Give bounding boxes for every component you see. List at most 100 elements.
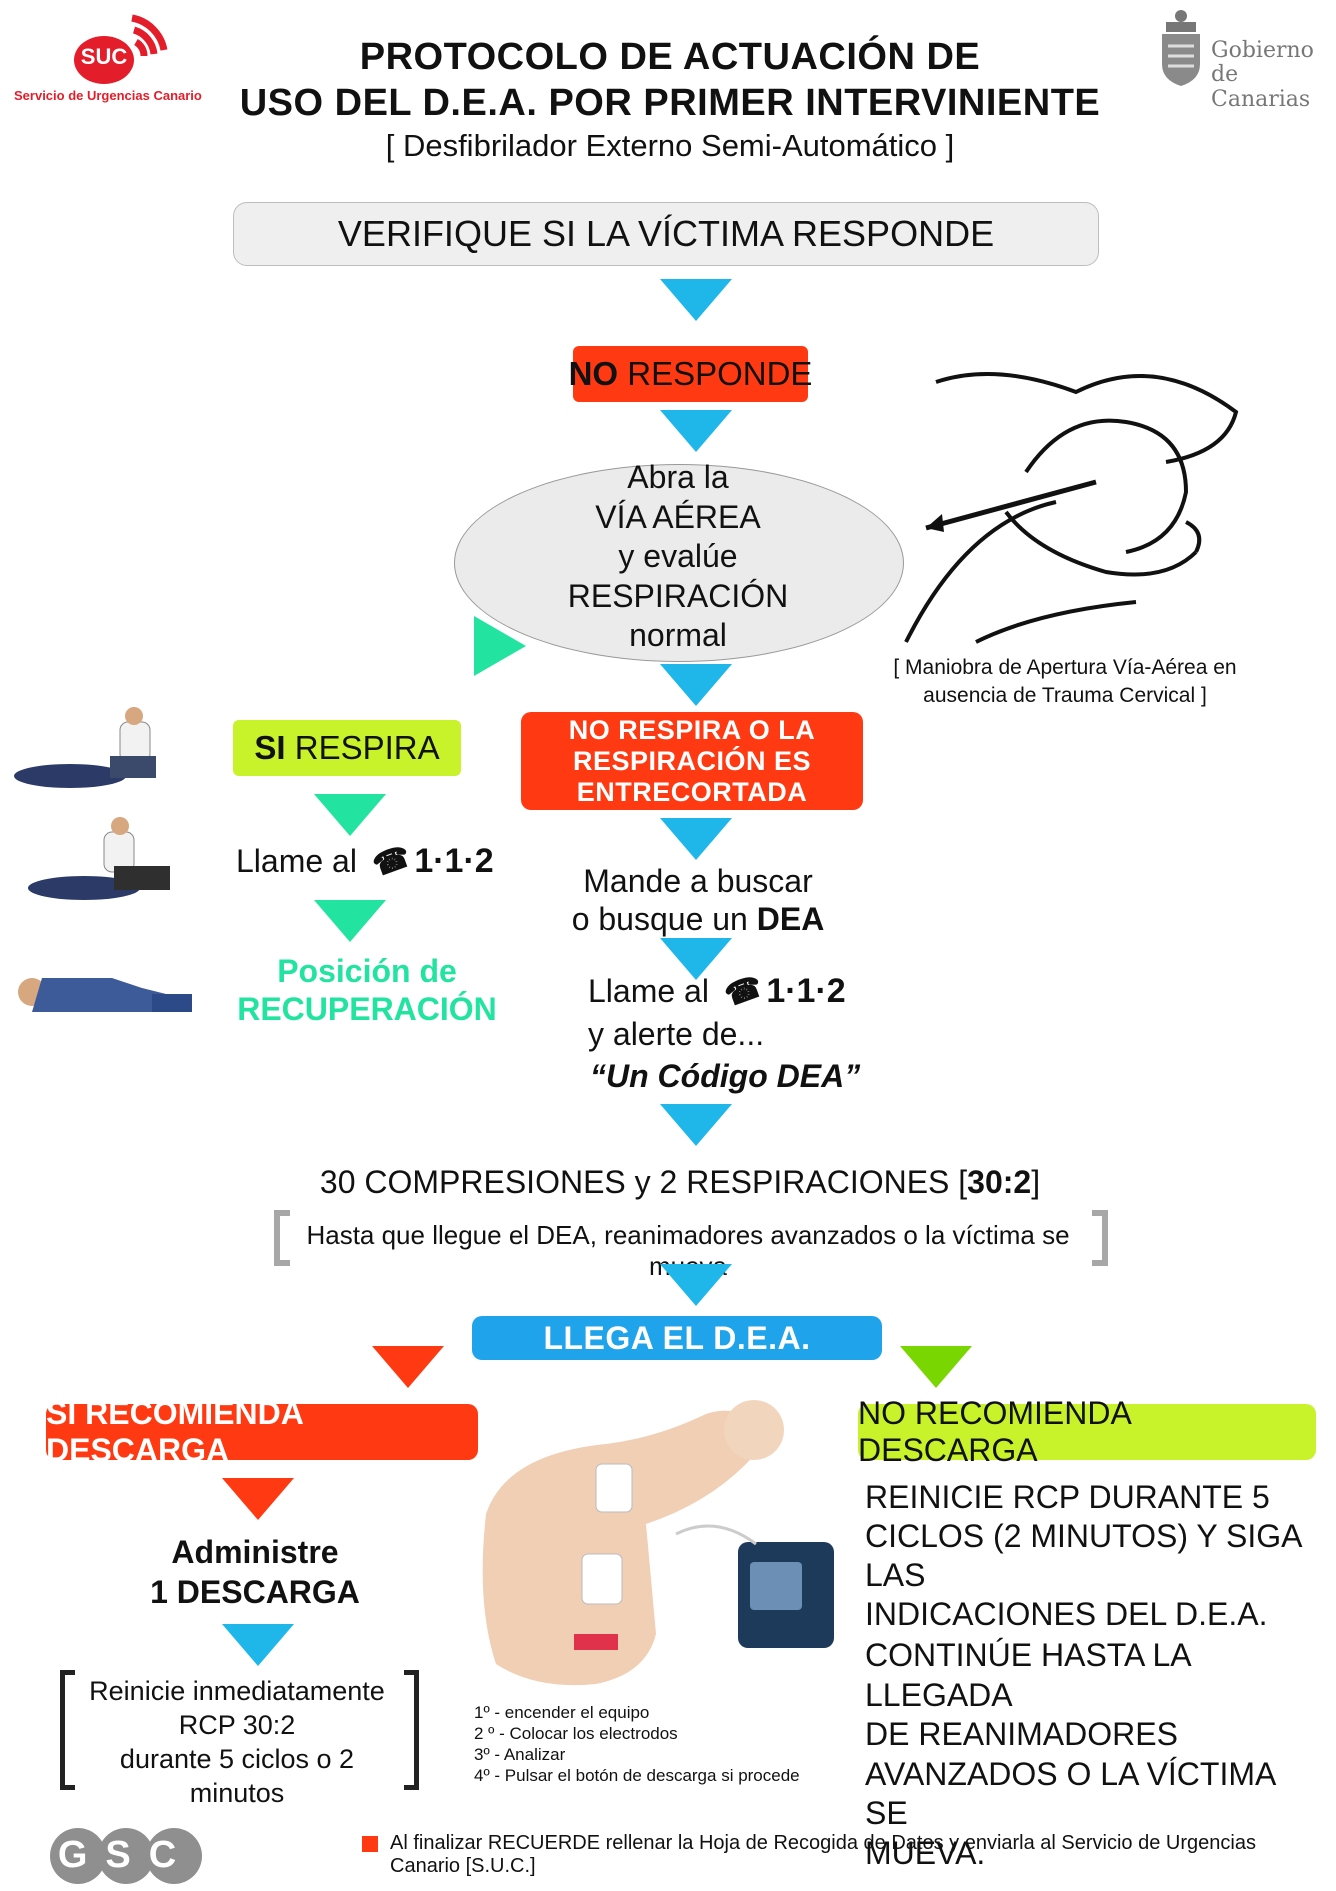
reinicie-line1: Reinicie inmediatamente [89,1676,385,1706]
verify-response-box: VERIFIQUE SI LA VÍCTIMA RESPONDE [233,202,1099,266]
arrow-down-icon [660,1104,732,1146]
verify-response-text: VERIFIQUE SI LA VÍCTIMA RESPONDE [337,213,995,254]
no-rec-paragraph-2: CONTINÚE HASTA LA LLEGADA DE REANIMADORE… [865,1636,1325,1873]
no-rec-line: CICLOS (2 MINUTOS) Y SIGA LAS [865,1518,1301,1593]
mande-line2-bold: DEA [756,901,825,937]
recovery-photo-2 [24,814,174,906]
arrow-down-icon [660,818,732,860]
airway-caption-line2: ausencia de Trauma Cervical ] [923,684,1207,707]
llame-112-right: Llame al ☎ 1·1·2 [588,966,858,1016]
airway-maneuver-illustration [896,352,1252,652]
reinicie-box-text: Reinicie inmediatamente RCP 30:2 durante… [72,1674,402,1810]
aed-step: 1º - encender el equipo [474,1703,650,1722]
aed-step: 3º - Analizar [474,1745,566,1764]
recovery-position-icon [18,978,192,1012]
phone-icon: ☎ [720,969,767,1013]
bracket-right [404,1670,419,1790]
suc-logo-text: SUC [80,44,128,69]
si-respira-rest: RESPIRA [285,729,440,766]
no-respira-box: NO RESPIRA O LA RESPIRACIÓN ES ENTRECORT… [521,712,863,810]
gsc-logo [48,1826,204,1886]
phone-number-2: 1·1·2 [766,971,846,1010]
arrow-down-icon [222,1624,294,1666]
gobierno-logo [1156,6,1336,92]
no-responde-bold: NO [568,355,619,392]
rescuer-kneeling-icon [14,707,156,788]
no-responde-rest: RESPONDE [618,355,813,392]
suc-logo-icon [74,14,168,84]
footer-bullet-icon [362,1836,378,1852]
compresiones-text: 30 COMPRESIONES y 2 RESPIRACIONES [ [319,1164,968,1200]
arrow-down-icon [660,410,732,452]
arrow-down-icon [660,1264,732,1306]
si-recomienda-text: SI RECOMIENDA DESCARGA [46,1395,303,1468]
no-rec-line: REINICIE RCP DURANTE 5 [865,1479,1270,1515]
no-rec-line: DE REANIMADORES [865,1716,1178,1752]
no-rec-line: MUEVA. [865,1834,986,1871]
suc-name: Servicio de Urgencias Canario [14,88,202,103]
gobierno-line2: de Canarias [1211,62,1311,112]
rescuer-positioning-icon [28,817,170,900]
airway-line: VÍA AÉREA [595,498,761,535]
arrow-down-icon [900,1346,972,1388]
aed-step: 4º - Pulsar el botón de descarga si proc… [474,1766,800,1785]
footer-note: Al finalizar RECUERDE rellenar la Hoja d… [390,1832,1256,1877]
posicion-line1: Posición de [277,953,457,989]
page-title-line1: PROTOCOLO DE ACTUACIÓN DE [359,36,981,78]
si-respira-bold: SI [254,729,286,766]
posicion-recuperacion: Posición de RECUPERACIÓN [226,952,508,1028]
no-respira-line1: NO RESPIRA O LA [568,714,816,745]
airway-line: normal [629,617,727,653]
no-rec-line: AVANZADOS O LA VÍCTIMA SE [865,1755,1275,1832]
airway-line: RESPIRACIÓN [567,577,789,614]
recovery-photo-1 [10,706,188,800]
si-respira-box: SI RESPIRA [233,720,461,776]
airway-line: Abra la [627,459,729,495]
reinicie-line2: RCP 30:2 [178,1710,296,1740]
administre-descarga: Administre 1 DESCARGA [120,1532,390,1612]
aed-manikin-illustration [476,1394,850,1706]
mande-line2-pre: o busque un [571,901,757,937]
aed-device-icon [482,1400,834,1686]
llega-dea-box: LLEGA EL D.E.A. [472,1316,882,1360]
aed-steps: 1º - encender el equipo 2 º - Colocar lo… [474,1702,854,1786]
no-respira-line3: ENTRECORTADA [576,776,808,807]
recovery-photo-3 [2,948,198,1028]
page-title-line2: USO DEL D.E.A. POR PRIMER INTERVINIENTE [239,82,1101,124]
arrow-right-icon [474,616,526,676]
gsc-logo-icon [50,1828,202,1884]
airway-text: Abra la VÍA AÉREA y evalúe RESPIRACIÓN n… [454,458,902,656]
arrow-down-icon [314,794,386,836]
no-recomienda-text: NO RECOMIENDA DESCARGA [858,1395,1131,1468]
phone-icon: ☎ [368,839,415,883]
llega-dea-text: LLEGA EL D.E.A. [543,1319,811,1356]
mande-line2: o busque un DEA [540,900,856,938]
si-recomienda-box: SI RECOMIENDA DESCARGA [46,1395,478,1468]
reinicie-line3: durante 5 ciclos o 2 minutos [119,1744,355,1808]
bracket-left [274,1210,290,1266]
arrow-down-icon [660,938,732,980]
compresiones-line: 30 COMPRESIONES y 2 RESPIRACIONES [30:2] [240,1164,1120,1201]
no-recomienda-box: NO RECOMIENDA DESCARGA [858,1395,1316,1468]
gobierno-line1: Gobierno [1211,38,1314,63]
codigo-dea-text: “Un Código DEA” [590,1058,861,1094]
llame-112-left: Llame al ☎ 1·1·2 [236,836,506,886]
bracket-left [60,1670,75,1790]
mande-line1: Mande a buscar [583,863,813,899]
no-rec-line: INDICACIONES DEL D.E.A. [865,1596,1268,1632]
aed-step: 2 º - Colocar los electrodos [474,1724,678,1743]
coat-of-arms-icon [1162,10,1200,86]
administre-line1: Administre [171,1534,339,1570]
no-respira-line2: RESPIRACIÓN ES [572,745,812,776]
no-responde-box: NO RESPONDE [569,346,812,402]
llame-al-label-2: Llame al [588,972,709,1009]
arrow-down-icon [314,900,386,942]
compresiones-end: ] [1031,1164,1041,1200]
phone-number: 1·1·2 [414,841,494,880]
gsc-logo-text: GSC [57,1834,195,1876]
no-rec-line: CONTINÚE HASTA LA LLEGADA [865,1637,1190,1713]
arrow-down-icon [660,279,732,321]
airway-ellipse [454,464,904,662]
airway-caption-line1: [ Maniobra de Apertura Vía-Aérea en [893,656,1237,679]
page-subtitle: [ Desfibrilador Externo Semi-Automático … [385,128,955,163]
